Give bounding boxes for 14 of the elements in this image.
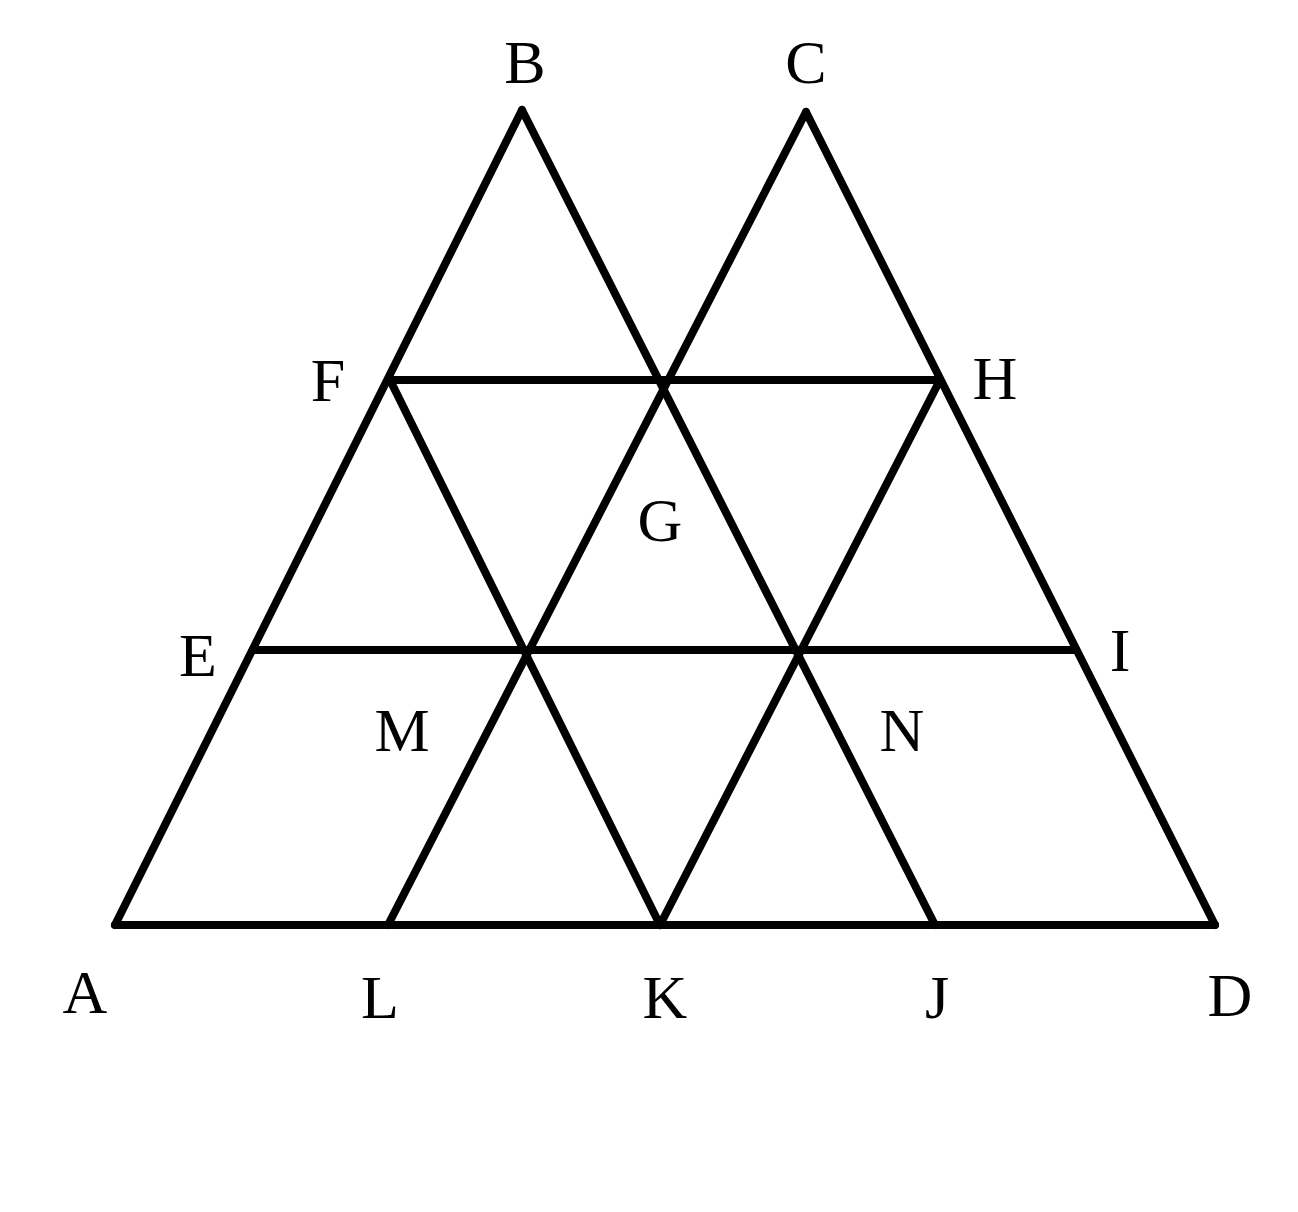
point-label: H <box>972 347 1018 409</box>
point-label: A <box>62 961 108 1023</box>
point-label: C <box>785 31 827 93</box>
point-label: I <box>1109 619 1131 681</box>
point-label: B <box>504 31 546 93</box>
point-label: L <box>361 966 399 1028</box>
point-label: D <box>1207 964 1253 1026</box>
point-label: F <box>310 349 346 411</box>
point-label: J <box>924 966 950 1028</box>
point-label: N <box>879 699 925 761</box>
point-label: M <box>374 699 430 761</box>
point-label: E <box>179 624 217 686</box>
point-label: G <box>637 489 683 551</box>
point-label: K <box>642 966 688 1028</box>
